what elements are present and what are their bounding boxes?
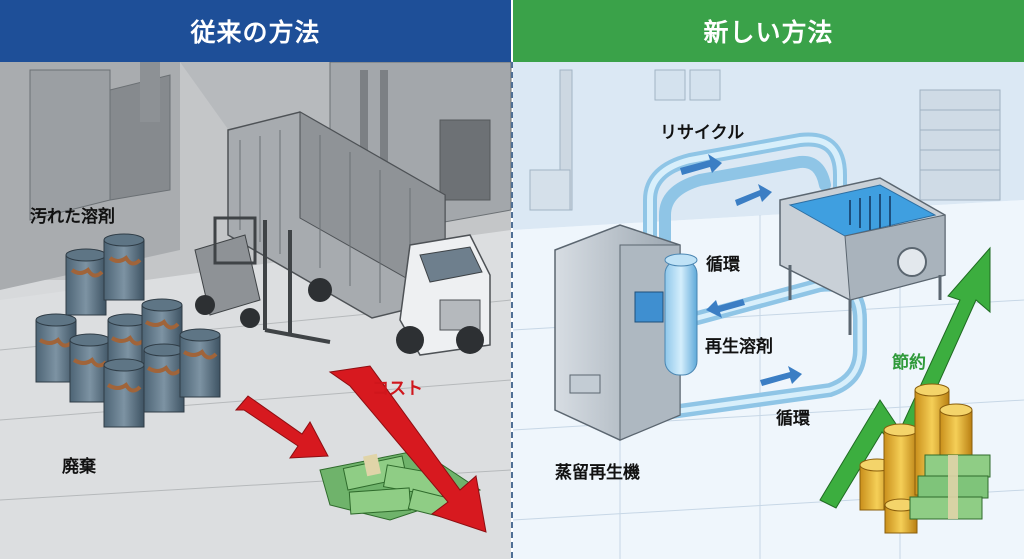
oil-drum [103,358,145,428]
cost-label: コスト [372,379,423,399]
oil-drum [35,313,77,383]
distillation-machine-icon [554,224,698,441]
new-method-header: 新しい方法 [513,0,1024,62]
cost-down-arrow [328,365,487,533]
oil-drum [69,333,111,403]
regenerated-solvent-label: 再生溶剤 [705,337,773,357]
oil-drum [65,248,107,316]
disposal-label: 廃棄 [62,457,96,477]
truck-icon [227,111,491,356]
circulation-bottom-label: 循環 [776,409,810,429]
cleaning-tank-icon [779,177,946,335]
factory-building-icon [29,61,512,231]
oil-drum [179,328,221,398]
money-pile-icon [319,449,482,522]
oil-drum [103,233,145,301]
distiller-label: 蒸留再生機 [555,463,640,483]
oil-drum [143,343,185,413]
money-stacks-icon [909,454,991,520]
forklift-icon [194,216,331,344]
oil-drum-stack [35,233,221,428]
savings-label: 節約 [892,353,926,373]
flow-direction-arrows [680,154,802,386]
disposal-arrow [234,395,329,459]
circulation-top-label: 循環 [706,255,740,275]
traditional-method-header: 従来の方法 [0,0,511,62]
dirty-solvent-label: 汚れた溶剤 [30,207,115,227]
recycle-pipe [643,132,847,261]
recycle-label: リサイクル [660,123,745,143]
